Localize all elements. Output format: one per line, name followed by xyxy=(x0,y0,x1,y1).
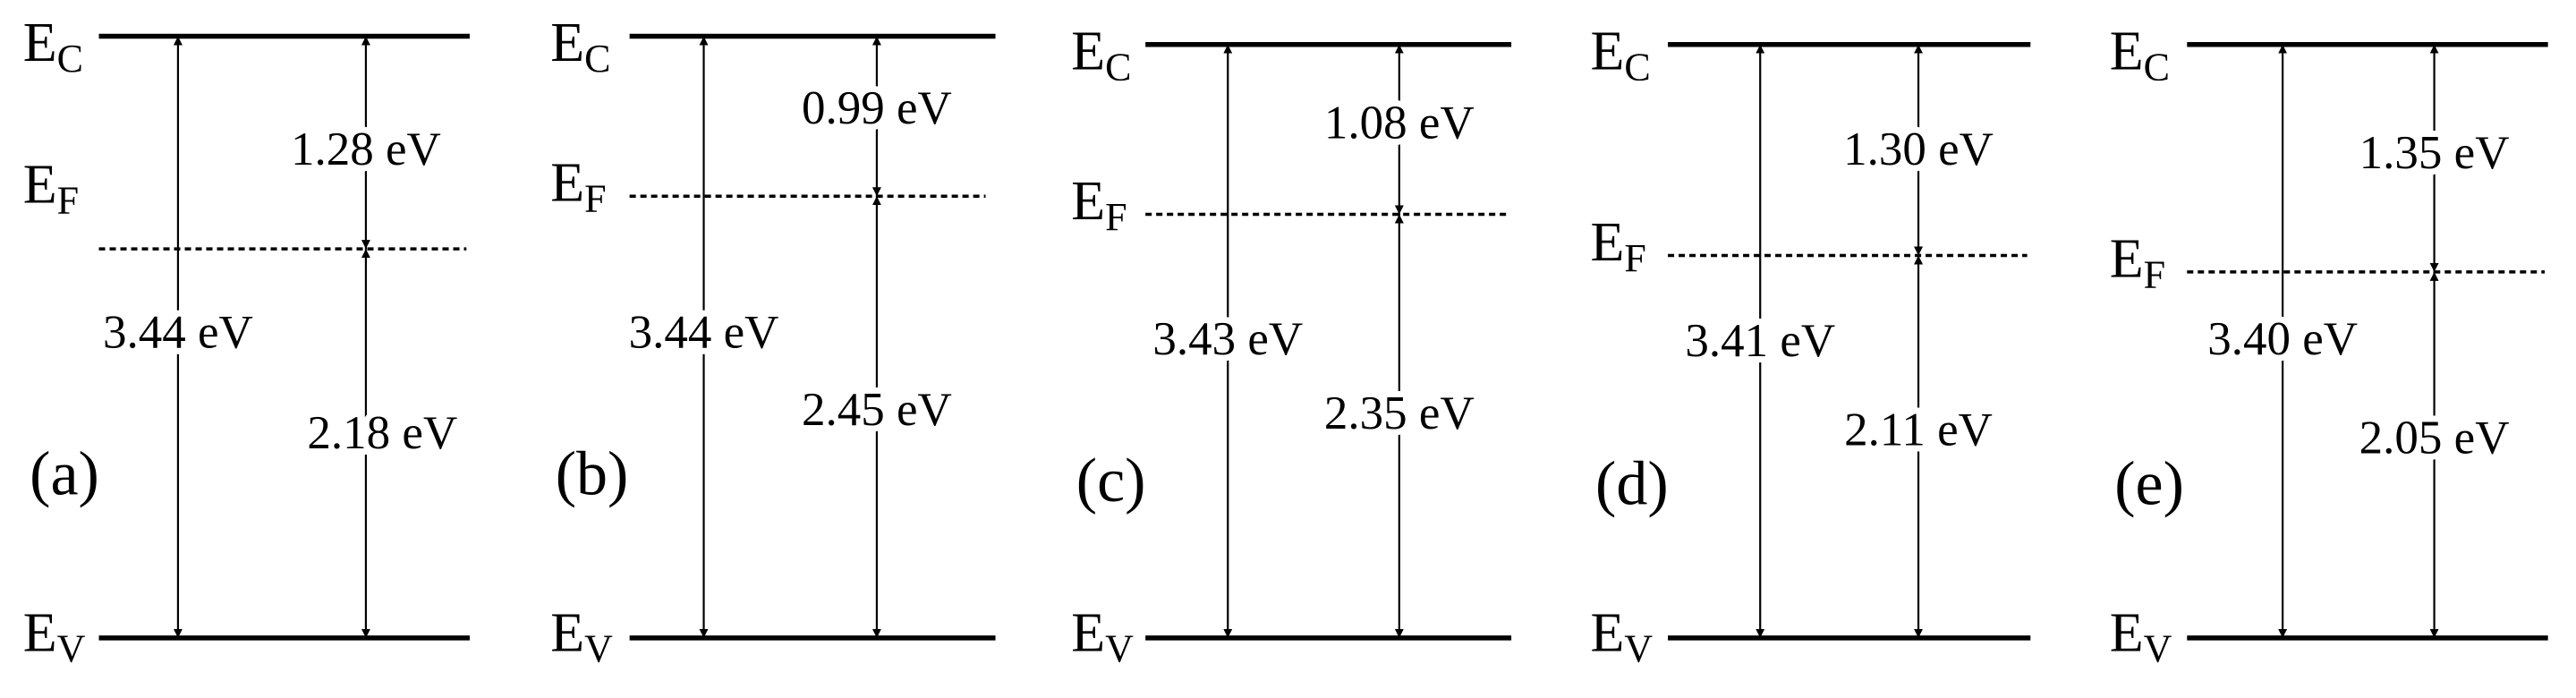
ef-label: EF xyxy=(1591,212,1646,280)
bandgap-value: 3.44 eV xyxy=(103,307,253,359)
ef-label: EF xyxy=(23,155,79,223)
bandgap-value: 3.40 eV xyxy=(2207,313,2358,365)
bandgap-value: 3.44 eV xyxy=(629,307,779,359)
ec-label: EC xyxy=(550,13,610,81)
panel-label: (a) xyxy=(30,440,99,509)
ef-label: EF xyxy=(2110,228,2165,296)
ec-ef-value: 0.99 eV xyxy=(802,82,952,134)
panel-a: 3.44 eV 1.28 eV 2.18 eV EC EF EV (a) xyxy=(23,13,470,671)
ec-ef-value: 1.28 eV xyxy=(291,123,441,175)
ef-ev-value: 2.45 eV xyxy=(802,384,952,436)
ef-ev-value: 2.18 eV xyxy=(307,407,457,459)
ef-ev-value: 2.11 eV xyxy=(1844,404,1993,455)
ec-label: EC xyxy=(1071,21,1131,89)
panel-d: 3.41 eV 1.30 eV 2.11 eV EC EF EV (d) xyxy=(1591,21,2031,671)
bandgap-value: 3.43 eV xyxy=(1152,313,1303,365)
panel-label: (c) xyxy=(1076,447,1146,515)
ef-ev-value: 2.05 eV xyxy=(2359,413,2510,464)
ec-ef-value: 1.08 eV xyxy=(1324,98,1475,149)
panel-e: 3.40 eV 1.35 eV 2.05 eV EC EF EV (e) xyxy=(2110,21,2548,671)
ec-ef-value: 1.30 eV xyxy=(1843,123,1994,175)
panel-b: 3.44 eV 0.99 eV 2.45 eV EC EF EV (b) xyxy=(550,13,996,671)
ec-label: EC xyxy=(2110,21,2170,89)
ef-label: EF xyxy=(1071,171,1126,239)
ev-label: EV xyxy=(550,603,613,671)
panel-label: (b) xyxy=(556,440,629,509)
panel-label: (e) xyxy=(2114,450,2184,519)
ef-ev-value: 2.35 eV xyxy=(1324,387,1475,439)
ev-label: EV xyxy=(1071,603,1134,671)
ev-label: EV xyxy=(23,603,86,671)
ec-label: EC xyxy=(23,13,83,81)
ef-label: EF xyxy=(550,153,606,221)
ec-label: EC xyxy=(1591,21,1651,89)
ev-label: EV xyxy=(2110,603,2172,671)
panel-c: 3.43 eV 1.08 eV 2.35 eV EC EF EV (c) xyxy=(1071,21,1512,671)
panel-label: (d) xyxy=(1595,450,1669,519)
ev-label: EV xyxy=(1591,603,1654,671)
bandgap-value: 3.41 eV xyxy=(1685,315,1835,367)
ec-ef-value: 1.35 eV xyxy=(2359,127,2510,179)
